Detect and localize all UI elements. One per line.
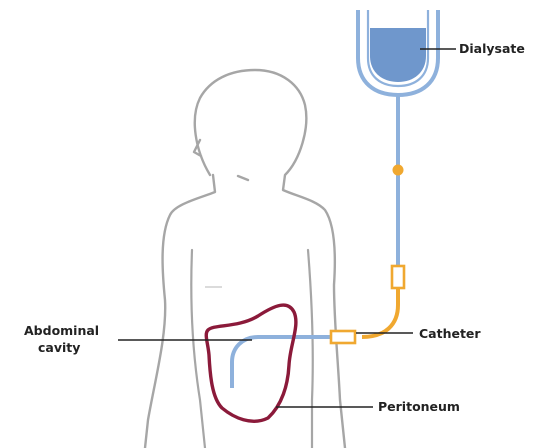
human-body-outline — [145, 70, 345, 448]
catheter-tube — [362, 288, 398, 337]
peritoneum-label: Peritoneum — [378, 399, 460, 414]
catheter-connector — [331, 331, 355, 343]
dialysate-label: Dialysate — [459, 41, 525, 56]
abdominal-cavity-label-line1: Abdominal — [24, 323, 99, 338]
abdominal-cavity-label-line2: cavity — [38, 340, 80, 355]
peritoneum-outline — [206, 305, 296, 421]
catheter-label: Catheter — [419, 326, 481, 341]
upper-connector — [392, 266, 404, 288]
intraperitoneal-tube — [232, 337, 332, 388]
tube-clamp-dot — [393, 165, 404, 176]
dialysate-fluid — [370, 28, 426, 82]
